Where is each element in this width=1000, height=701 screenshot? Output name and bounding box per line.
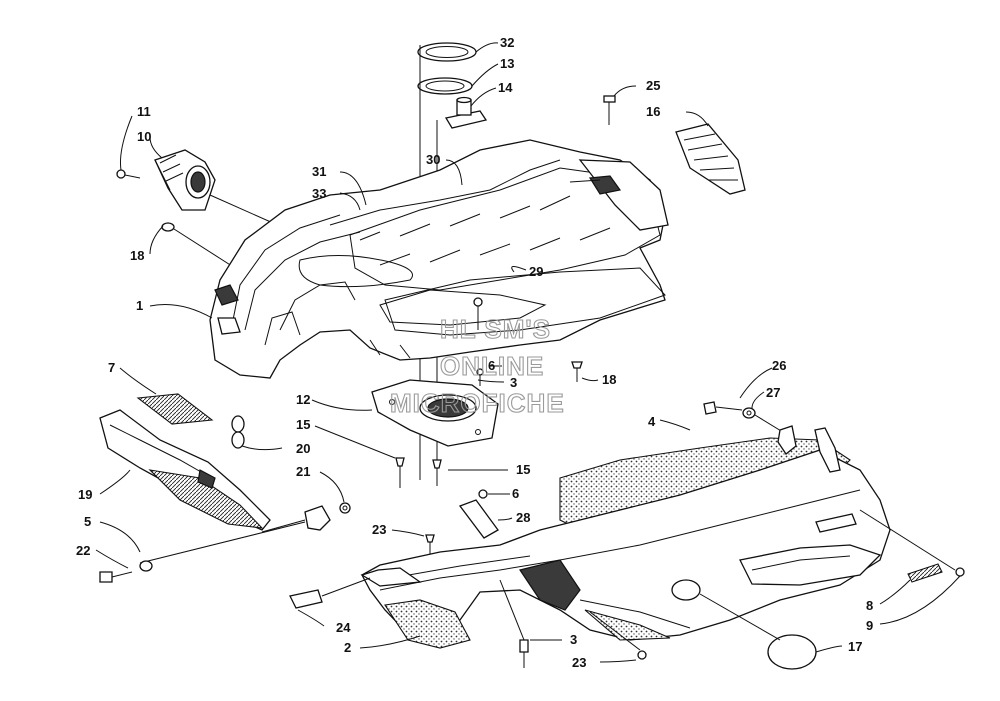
air-intake-part-10 (154, 149, 216, 211)
trim-panel-part-7 (136, 393, 214, 425)
callout-17: 17 (848, 639, 862, 654)
console-panel-part-30 (349, 167, 661, 291)
floor-panel-part-29 (384, 267, 666, 336)
callout-26: 26 (772, 358, 786, 373)
bracket-part-5 (261, 505, 331, 533)
callout-33: 33 (312, 186, 326, 201)
guide-line-17 (699, 593, 781, 641)
callout-15-center: 15 (516, 462, 530, 477)
nut-part-6 (478, 489, 488, 499)
callout-32: 32 (500, 35, 514, 50)
callout-23-upper: 23 (372, 522, 386, 537)
fastener-part-3-lower (499, 579, 529, 668)
screw-part-23-lower (589, 611, 647, 660)
callout-18-left: 18 (130, 248, 144, 263)
screw-part-23-upper (425, 534, 435, 560)
callout-23-lower: 23 (572, 655, 586, 670)
callout-labels: 32 13 14 25 16 11 10 31 30 33 18 29 1 6 … (76, 35, 873, 670)
screw-part-18-right (571, 361, 583, 382)
clip-part-24 (289, 577, 371, 609)
front-bumper-part-19 (99, 409, 271, 531)
callout-24: 24 (336, 620, 351, 635)
callout-2: 2 (344, 640, 351, 655)
clip-part-20 (231, 415, 245, 449)
callout-3-lower: 3 (570, 632, 577, 647)
ring-seal-part-32 (417, 42, 477, 62)
bracket-part-28 (458, 499, 499, 539)
screw-part-9 (955, 567, 965, 577)
fastener-part-15-center (432, 459, 442, 486)
callout-20: 20 (296, 441, 310, 456)
callout-25: 25 (646, 78, 660, 93)
callout-30: 30 (426, 152, 440, 167)
callout-22: 22 (76, 543, 90, 558)
watermark: HL SM'S ONLINE MICROFICHE (389, 313, 565, 418)
callout-6-upper: 6 (488, 358, 495, 373)
lower-chassis-part-2 (361, 425, 891, 649)
bolt-part-26 (703, 401, 743, 415)
watermark-line-3: MICROFICHE (390, 388, 565, 418)
callout-3-upper: 3 (510, 375, 517, 390)
callout-10: 10 (137, 129, 151, 144)
screw-part-11 (116, 169, 141, 179)
callout-8: 8 (866, 598, 873, 613)
pin-part-8 (907, 563, 943, 583)
screw-part-22 (99, 560, 153, 583)
callout-15-left: 15 (296, 417, 310, 432)
screw-part-29 (473, 297, 483, 330)
callout-29: 29 (529, 264, 543, 279)
callout-19: 19 (78, 487, 92, 502)
access-plate-part-12 (371, 379, 499, 447)
callout-27: 27 (766, 385, 780, 400)
callout-16: 16 (646, 104, 660, 119)
callout-18-right: 18 (602, 372, 616, 387)
screw-part-25 (603, 95, 616, 125)
callout-28: 28 (516, 510, 530, 525)
callout-21: 21 (296, 464, 310, 479)
callout-13: 13 (500, 56, 514, 71)
callout-9: 9 (866, 618, 873, 633)
callout-11: 11 (137, 104, 151, 119)
guide-line-9 (859, 509, 956, 571)
screw-part-18-left (161, 222, 236, 269)
cap-base-part-14 (444, 96, 488, 129)
ring-plate-part-13 (417, 77, 473, 95)
vent-grille-part-16 (675, 123, 746, 195)
callout-4: 4 (648, 414, 656, 429)
callout-5: 5 (84, 514, 91, 529)
callout-31: 31 (312, 164, 326, 179)
nut-part-21 (339, 502, 351, 514)
fastener-part-15-left (395, 457, 405, 488)
guide-line-5 (139, 521, 306, 564)
callout-6-lower: 6 (512, 486, 519, 501)
callout-7: 7 (108, 360, 115, 375)
washer-part-27 (742, 407, 756, 419)
cap-part-17 (767, 634, 817, 670)
callout-14: 14 (498, 80, 513, 95)
watermark-line-2: ONLINE (440, 351, 544, 381)
front-brace (360, 567, 422, 587)
leader-lines (95, 42, 961, 663)
callout-1: 1 (136, 298, 143, 313)
hood-right-detail (569, 159, 669, 231)
watermark-line-1: HL SM'S (440, 314, 551, 344)
callout-12: 12 (296, 392, 310, 407)
